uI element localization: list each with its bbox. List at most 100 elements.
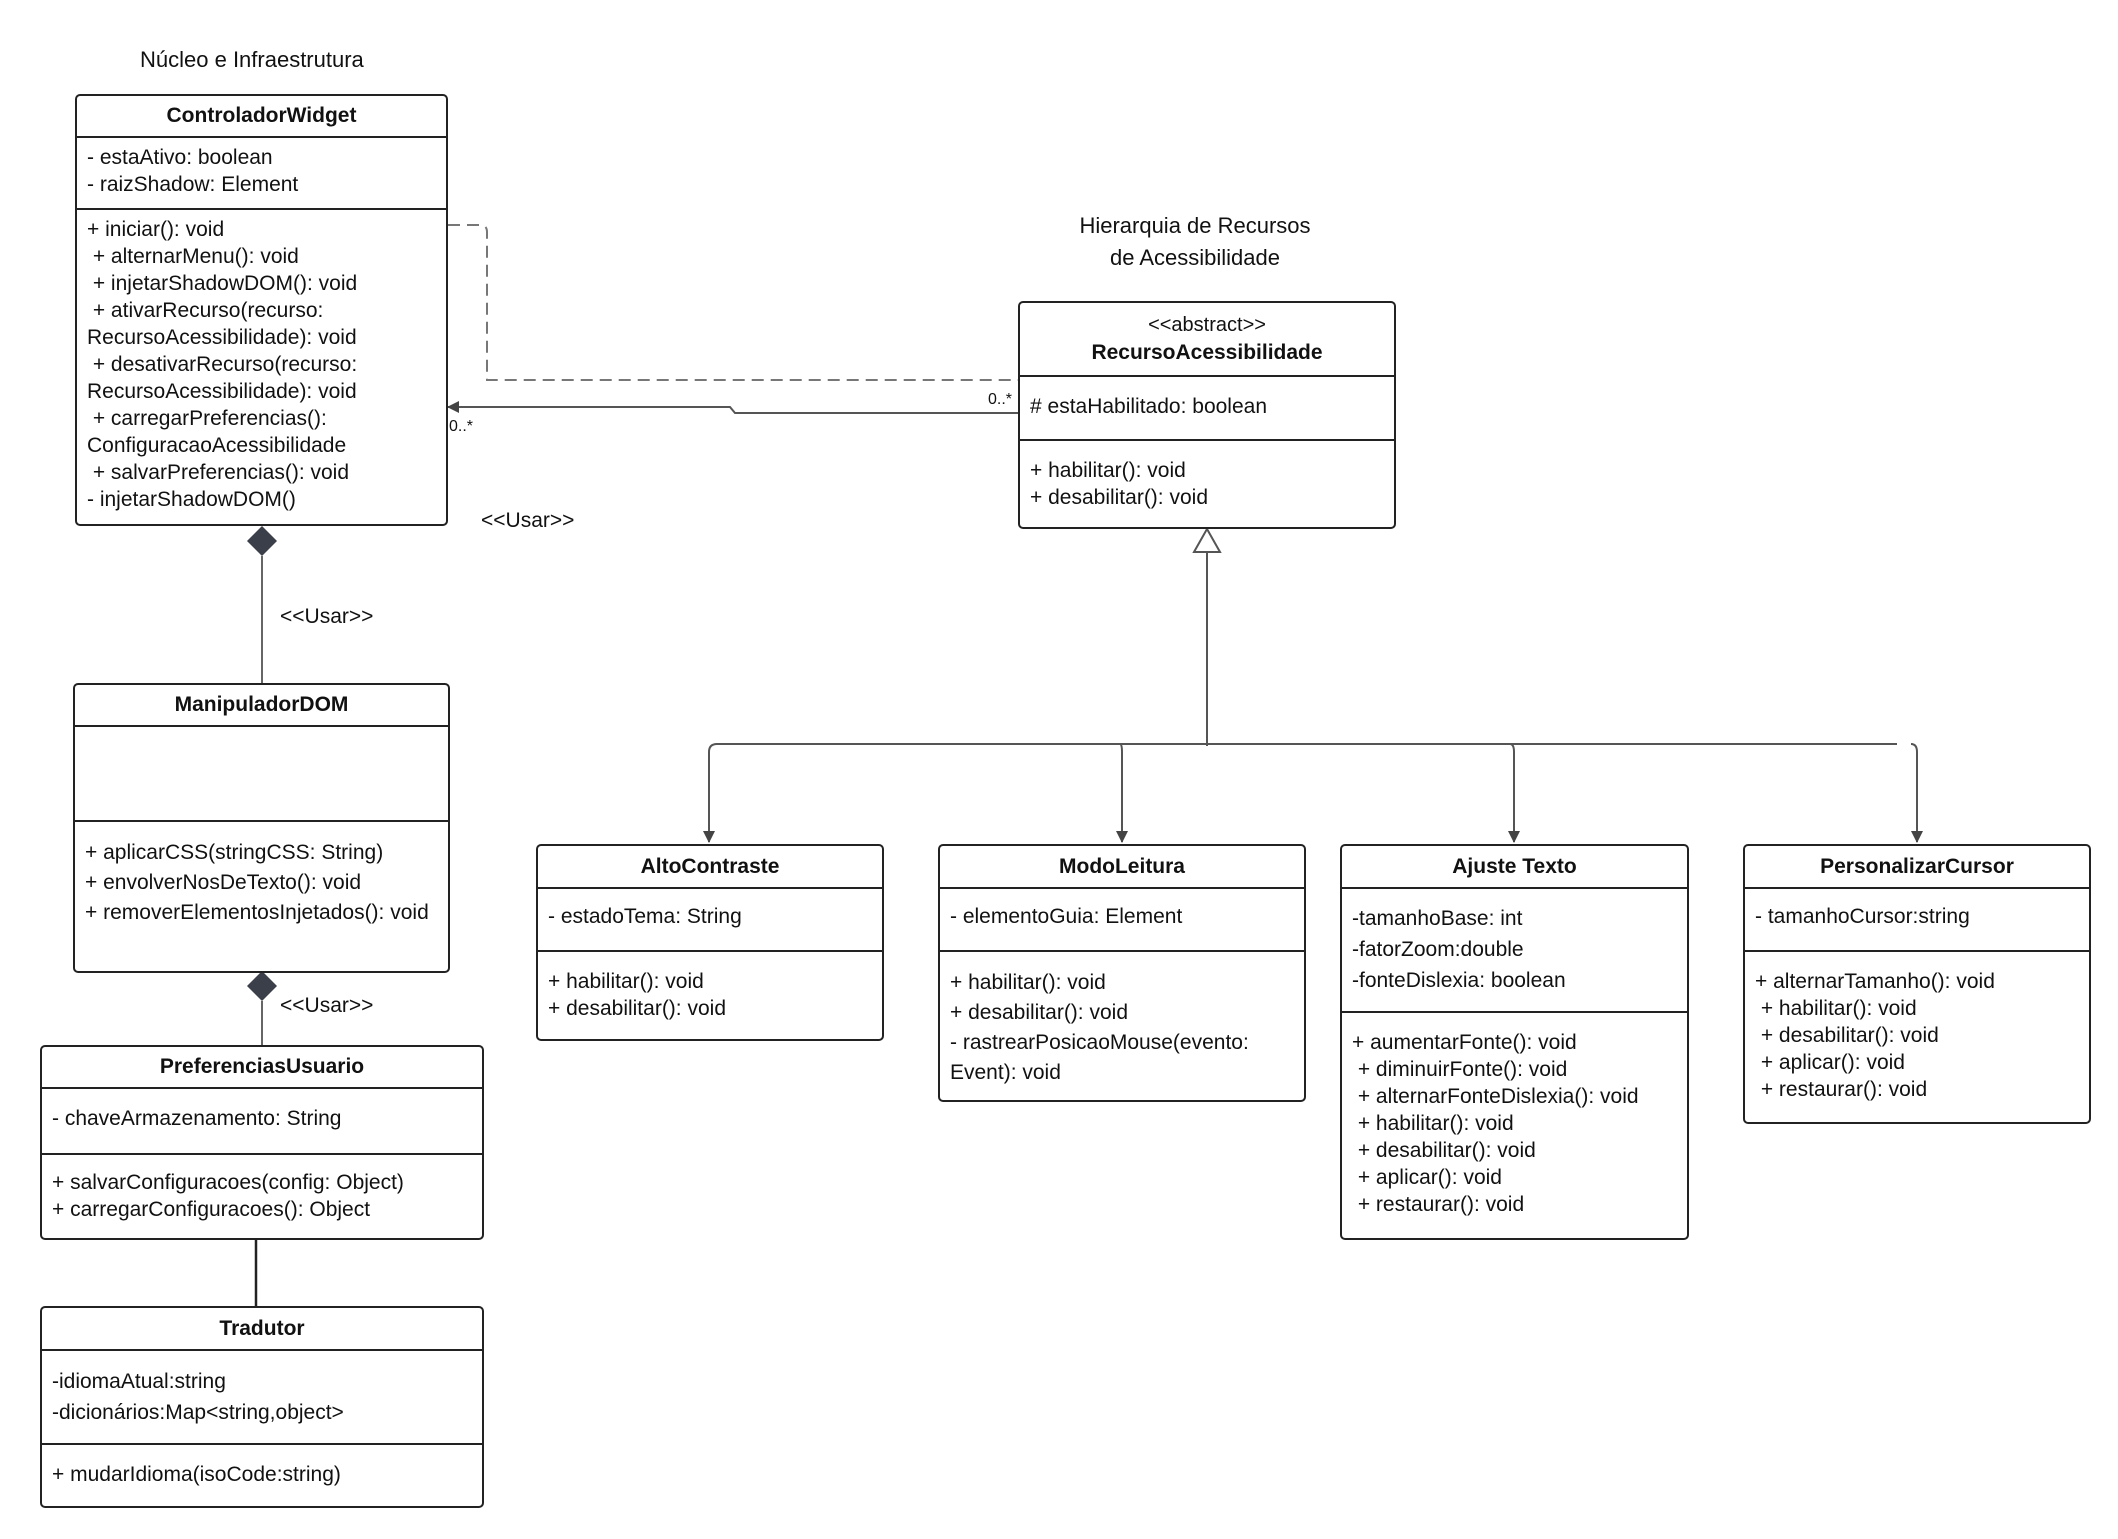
method-line: + salvarPreferencias(): void — [87, 461, 350, 484]
class-name: PersonalizarCursor — [1820, 854, 2014, 878]
method-line: RecursoAcessibilidade): void — [87, 326, 357, 349]
method-line: + habilitar(): void — [1755, 997, 1917, 1020]
class-controlador-widget[interactable]: ControladorWidget - estaAtivo: boolean- … — [75, 94, 448, 526]
inheritance-branch-modo — [1116, 743, 1128, 843]
method-line: + aplicar(): void — [1352, 1166, 1502, 1189]
methods-compartment: + habilitar(): void + desabilitar(): void… — [940, 952, 1304, 1096]
method-line: + habilitar(): void — [950, 971, 1106, 994]
attributes-compartment: - elementoGuia: Element — [940, 889, 1304, 952]
multiplicity-controller: 0..* — [449, 418, 474, 435]
attributes-compartment: -idiomaAtual:string -dicionários:Map<stri… — [42, 1351, 482, 1445]
class-alto-contraste[interactable]: AltoContraste - estadoTema: String + hab… — [536, 844, 884, 1041]
method-line: + carregarConfiguracoes(): Object — [52, 1198, 371, 1221]
inheritance-branch-cursor — [1910, 743, 1923, 843]
method-line: - rastrearPosicaoMouse(evento: Event): v… — [950, 1031, 1249, 1084]
usar-composition-label-1: <<Usar>> — [280, 605, 374, 628]
method-line: + iniciar(): void — [87, 218, 225, 241]
method-line: + desabilitar(): void — [548, 997, 726, 1020]
attribute-line: -dicionários:Map<string,object> — [52, 1401, 344, 1424]
multiplicity-resource: 0..* — [988, 391, 1013, 408]
class-header: PreferenciasUsuario — [42, 1047, 482, 1089]
attribute-line: - raizShadow: Element — [87, 173, 299, 196]
methods-compartment: + aplicarCSS(stringCSS: String)+ envolve… — [75, 822, 448, 936]
method-line: + restaurar(): void — [1755, 1078, 1928, 1101]
class-name: PreferenciasUsuario — [159, 1055, 365, 1078]
class-manipulador-dom[interactable]: ManipuladorDOM + aplicarCSS(stringCSS: S… — [73, 683, 450, 973]
hierarchy-section-title: Hierarquia de Recursos de Acessibilidade — [1060, 210, 1330, 274]
method-line: + aplicarCSS(stringCSS: String) — [85, 841, 384, 864]
attribute-line: -idiomaAtual:string — [52, 1370, 226, 1393]
methods-compartment: + iniciar(): void + alternarMenu(): void… — [77, 210, 446, 521]
class-name: Ajuste Texto — [1452, 854, 1577, 878]
method-line: + injetarShadowDOM(): void — [87, 272, 358, 295]
method-line: + desabilitar(): void — [1755, 1024, 1939, 1047]
attributes-compartment: # estaHabilitado: boolean — [1020, 377, 1394, 441]
class-header: ManipuladorDOM — [75, 685, 448, 727]
method-line: + habilitar(): void — [1352, 1112, 1514, 1135]
class-modo-leitura[interactable]: ModoLeitura - elementoGuia: Element + ha… — [938, 844, 1306, 1102]
dependency-dashed-line — [448, 224, 1018, 381]
composition-diamond-dom — [247, 971, 277, 1001]
method-line: + mudarIdioma(isoCode:string) — [52, 1463, 341, 1486]
class-name: ControladorWidget — [166, 104, 357, 127]
method-line: - injetarShadowDOM() — [87, 488, 296, 511]
method-line: + habilitar(): void — [1030, 459, 1186, 482]
class-name: RecursoAcessibilidade — [1091, 340, 1323, 364]
class-header: ModoLeitura — [940, 846, 1304, 889]
attributes-compartment: - estaAtivo: boolean - raizShadow: Elemen… — [77, 138, 446, 210]
method-line: + alternarTamanho(): void — [1755, 970, 1995, 993]
attribute-line: - elementoGuia: Element — [950, 905, 1183, 928]
method-line: + removerElementosInjetados(): void — [85, 901, 429, 924]
method-line: + alternarFonteDislexia(): void — [1352, 1085, 1639, 1108]
method-line: + restaurar(): void — [1352, 1193, 1525, 1216]
attribute-line: -fonteDislexia: boolean — [1352, 969, 1566, 992]
method-line: RecursoAcessibilidade): void — [87, 380, 357, 403]
method-line: + carregarPreferencias(): — [87, 407, 327, 430]
method-line: + desativarRecurso(recurso: — [87, 353, 358, 376]
core-section-title: Núcleo e Infraestrutura — [140, 47, 364, 72]
class-tradutor[interactable]: Tradutor -idiomaAtual:string -dicionários… — [40, 1306, 484, 1508]
methods-compartment: + salvarConfiguracoes(config: Object) + c… — [42, 1155, 482, 1231]
attribute-line: -tamanhoBase: int — [1352, 907, 1523, 930]
attribute-line: - estaAtivo: boolean — [87, 146, 273, 169]
attributes-compartment — [75, 727, 448, 822]
method-line: + habilitar(): void — [548, 970, 704, 993]
methods-compartment: + habilitar(): void + desabilitar(): void — [1020, 441, 1394, 519]
method-line: + desabilitar(): void — [1030, 486, 1208, 509]
inheritance-branch-ajuste — [1508, 743, 1520, 843]
method-line: + salvarConfiguracoes(config: Object) — [52, 1171, 404, 1194]
method-line: + desabilitar(): void — [1352, 1139, 1536, 1162]
methods-compartment: + habilitar(): void + desabilitar(): void — [538, 952, 882, 1030]
method-line: + alternarMenu(): void — [87, 245, 299, 268]
composition-diamond-widget — [247, 526, 277, 556]
class-header: PersonalizarCursor — [1745, 846, 2089, 889]
attributes-compartment: -tamanhoBase: int -fatorZoom:double -fonte… — [1342, 889, 1687, 1013]
attribute-line: # estaHabilitado: boolean — [1030, 395, 1268, 418]
usar-composition-label-2: <<Usar>> — [280, 994, 374, 1017]
attributes-compartment: - estadoTema: String — [538, 889, 882, 952]
class-name: ModoLeitura — [1059, 854, 1185, 878]
attributes-compartment: - chaveArmazenamento: String — [42, 1089, 482, 1155]
class-recurso-acessibilidade[interactable]: <<abstract>> RecursoAcessibilidade # est… — [1018, 301, 1396, 529]
methods-compartment: + alternarTamanho(): void + habilitar():… — [1745, 952, 2089, 1111]
method-line: + diminuirFonte(): void — [1352, 1058, 1568, 1081]
attribute-line: - tamanhoCursor:string — [1755, 905, 1970, 928]
inheritance-triangle — [1192, 526, 1222, 553]
class-header: AltoContraste — [538, 846, 882, 889]
class-header: ControladorWidget — [77, 96, 446, 138]
class-name: ManipuladorDOM — [174, 693, 349, 716]
method-line: + ativarRecurso(recurso: — [87, 299, 324, 322]
class-header: Ajuste Texto — [1342, 846, 1687, 889]
hierarchy-title-line2: de Acessibilidade — [1109, 245, 1280, 270]
class-ajuste-texto[interactable]: Ajuste Texto -tamanhoBase: int -fatorZoom… — [1340, 844, 1689, 1240]
association-line — [447, 401, 1018, 414]
class-personalizar-cursor[interactable]: PersonalizarCursor - tamanhoCursor:strin… — [1743, 844, 2091, 1124]
usar-dependency-label: <<Usar>> — [481, 509, 575, 532]
method-line: + desabilitar(): void — [950, 1001, 1128, 1024]
attribute-line: -fatorZoom:double — [1352, 938, 1524, 961]
class-preferencias-usuario[interactable]: PreferenciasUsuario - chaveArmazenamento… — [40, 1045, 484, 1240]
class-stereotype: <<abstract>> — [1148, 313, 1266, 336]
attribute-line: - chaveArmazenamento: String — [52, 1107, 342, 1130]
class-name: Tradutor — [219, 1316, 305, 1340]
